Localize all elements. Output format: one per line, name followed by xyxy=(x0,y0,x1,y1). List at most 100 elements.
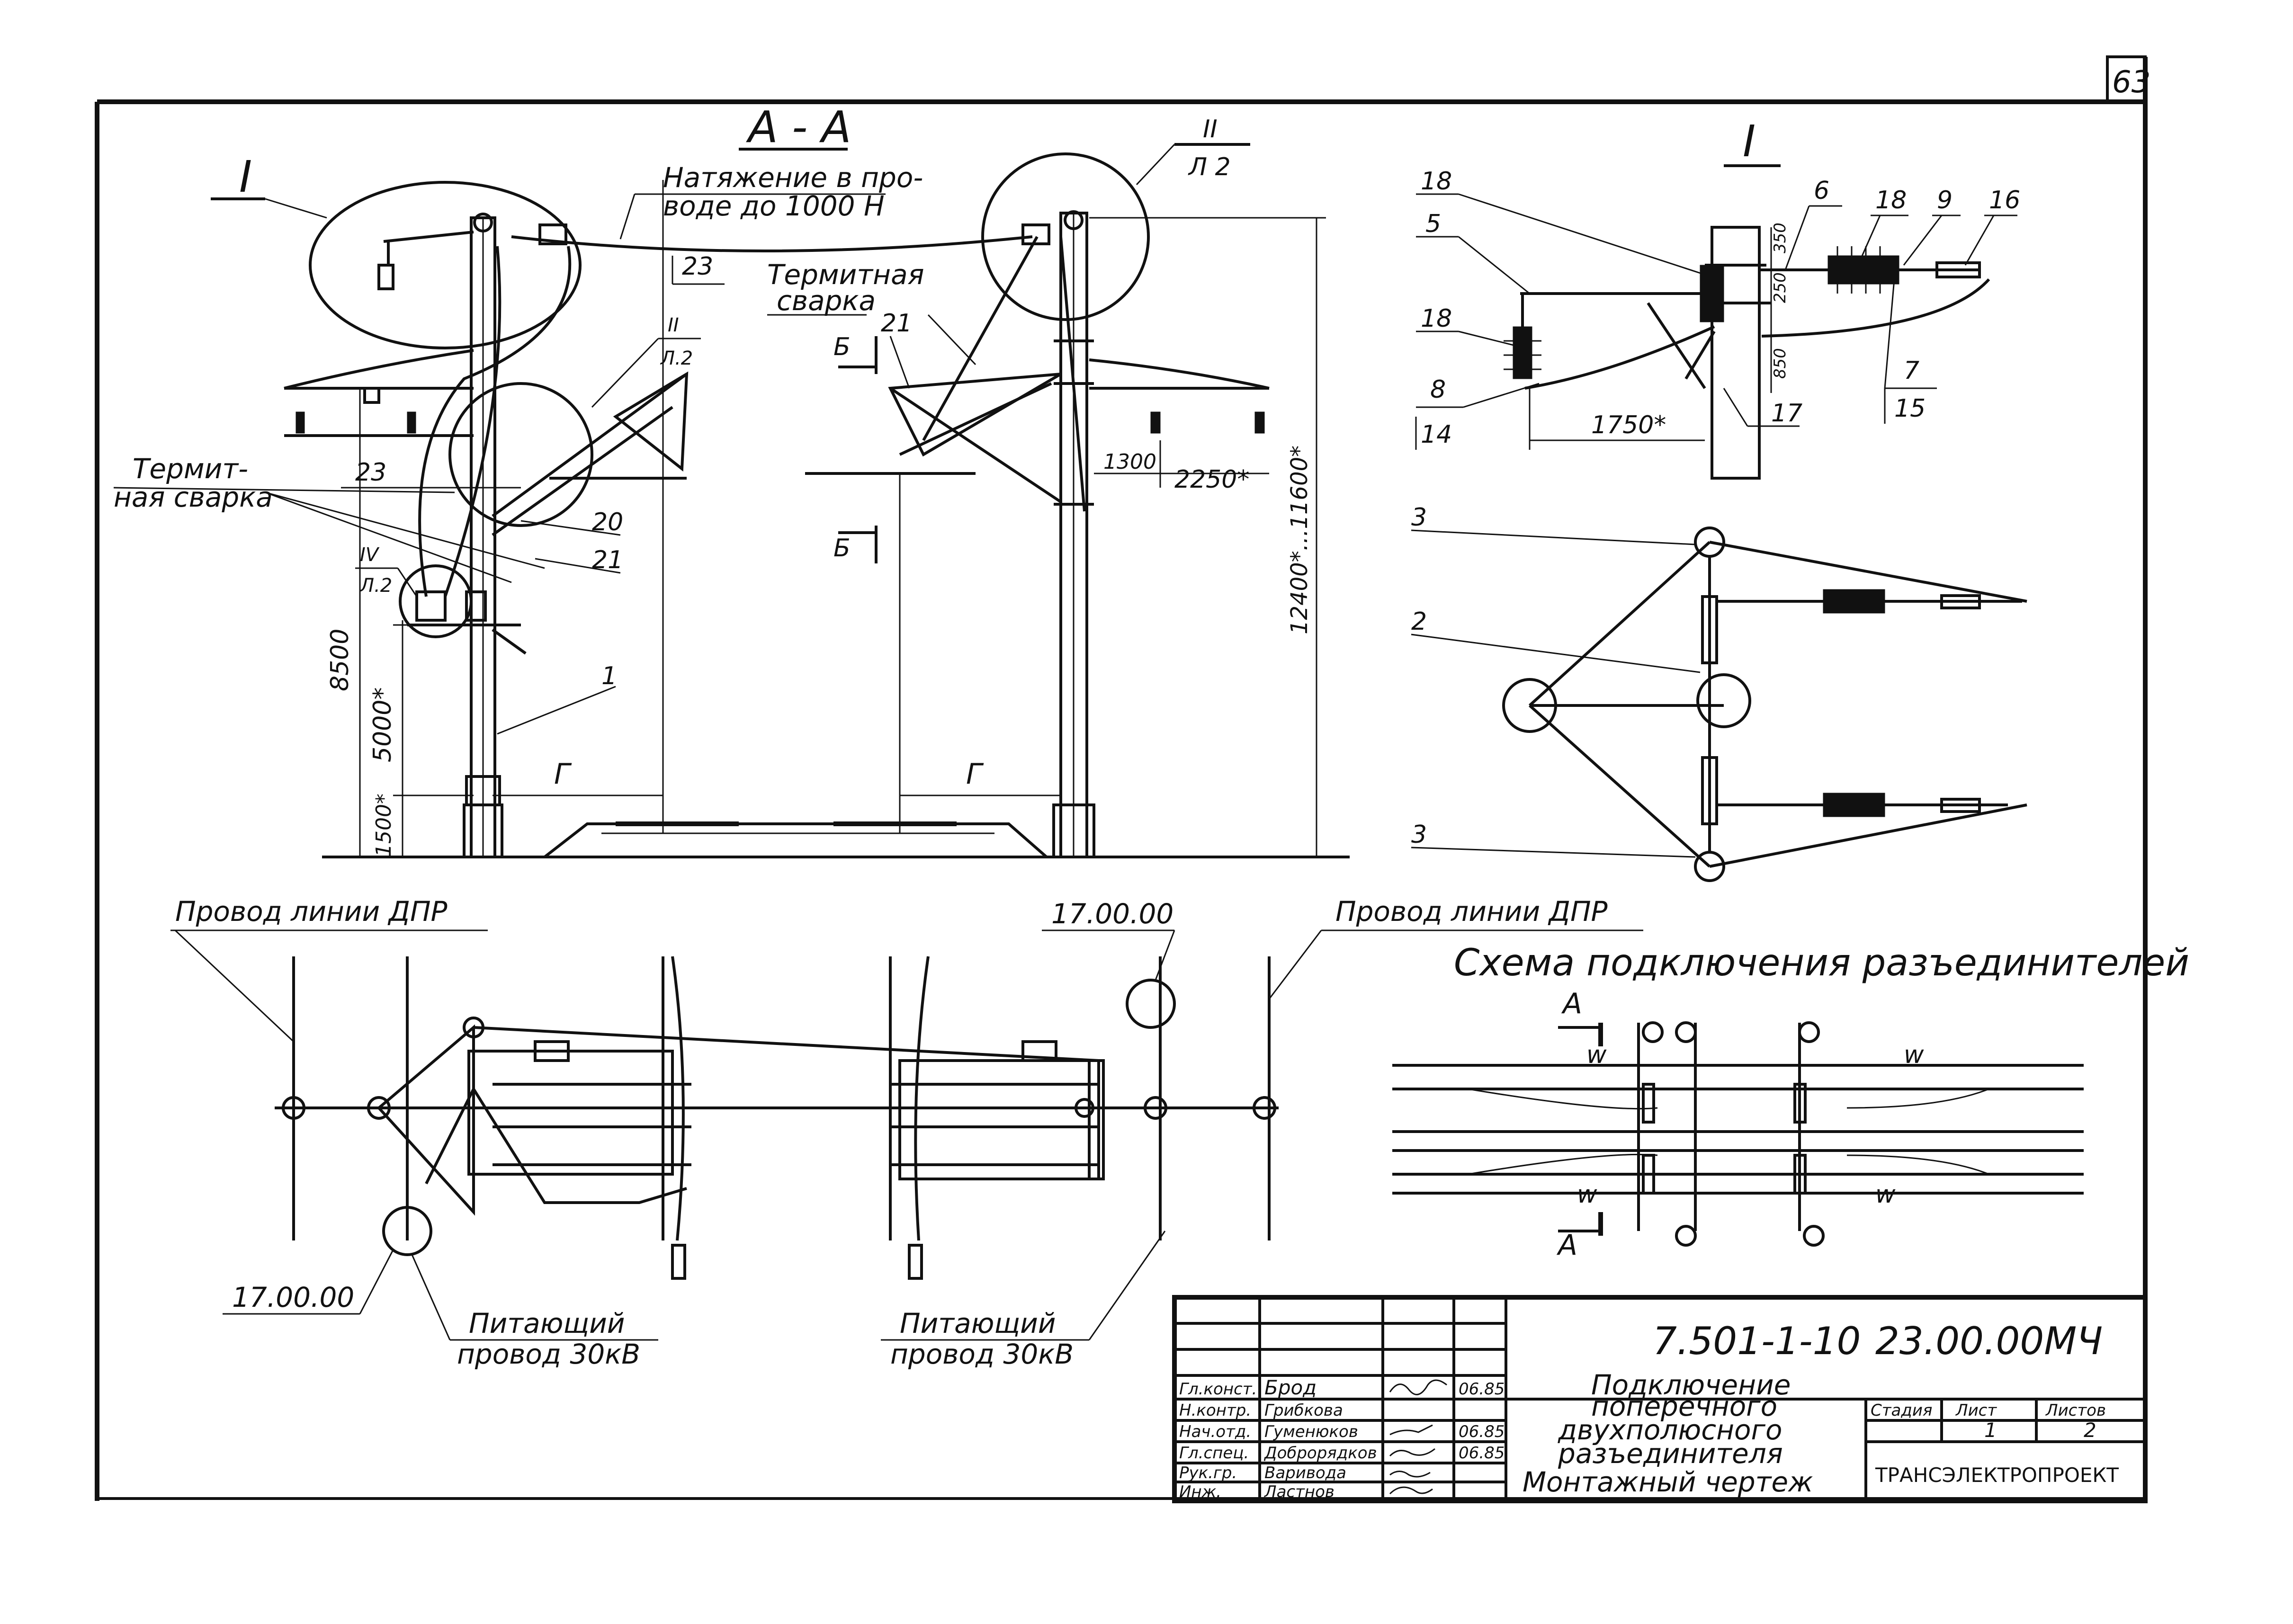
feeder-right-1: Питающий xyxy=(900,1307,1056,1339)
pos-9: 9 xyxy=(1937,186,1953,214)
stage-header: Стадия xyxy=(1871,1401,1932,1420)
detail-ii-circle-2 xyxy=(448,382,593,527)
dim-1300: 1300 xyxy=(1103,450,1156,474)
left-dimensions xyxy=(350,388,474,857)
w-1: w xyxy=(1586,1041,1607,1069)
detail-ii-circle xyxy=(981,152,1150,321)
title-line-1: Подключение xyxy=(1591,1369,1791,1401)
scheme-title: Схема подключения разъединителей xyxy=(1454,942,2189,984)
role-3: Нач.отд. xyxy=(1179,1422,1251,1441)
sheet-value: 1 xyxy=(1984,1419,1997,1442)
pos-1: 1 xyxy=(601,662,617,690)
role-5: Рук.гр. xyxy=(1179,1463,1237,1482)
tension-note-1: Натяжение в про- xyxy=(663,161,923,194)
name-4: Доброрядков xyxy=(1263,1444,1377,1463)
dim-250: 250 xyxy=(1771,272,1790,303)
detail-i-circle xyxy=(309,181,582,349)
signature-5 xyxy=(1389,1471,1431,1478)
tensioned-wire xyxy=(511,235,1033,252)
sheet-number: 63 xyxy=(2112,65,2150,100)
dim-5000: 5000* xyxy=(368,687,397,762)
detail-i-label: I xyxy=(239,152,252,202)
dim-2250: 2250* xyxy=(1174,465,1249,494)
pos-2: 2 xyxy=(1411,607,1427,636)
signature-4 xyxy=(1389,1448,1435,1457)
section-a-a: А - А xyxy=(113,100,1350,858)
role-2: Н.контр. xyxy=(1179,1401,1251,1420)
pos-3-top: 3 xyxy=(1411,503,1427,532)
thermit-weld-1: Термитная xyxy=(767,259,924,291)
name-2: Грибкова xyxy=(1264,1401,1343,1420)
doc-code: 7.501-1-10 xyxy=(1653,1319,1861,1363)
title-line-4: разъединителя xyxy=(1558,1437,1783,1470)
w-4: w xyxy=(1875,1180,1896,1209)
dpr-right: Провод линии ДПР xyxy=(1335,895,1608,928)
organization: ТРАНСЭЛЕКТРОПРОЕКТ xyxy=(1875,1463,2119,1487)
pos-18-a: 18 xyxy=(1421,167,1452,196)
title-line-3: двухполюсного xyxy=(1558,1414,1782,1446)
feeder-left-1: Питающий xyxy=(469,1307,625,1339)
doc-ref: 23.00.00МЧ xyxy=(1875,1319,2103,1363)
ref-170000-top: 17.00.00 xyxy=(1051,898,1173,930)
dpr-left: Провод линии ДПР xyxy=(175,895,448,928)
date-4: 06.85 xyxy=(1459,1444,1505,1463)
sheets-value: 2 xyxy=(2084,1419,2096,1442)
feeder-right-2: провод 30кВ xyxy=(890,1338,1074,1370)
pos-15: 15 xyxy=(1894,394,1926,423)
detail-iv-circle xyxy=(399,564,473,638)
date-3: 06.85 xyxy=(1459,1422,1505,1441)
thermit-weld-2: сварка xyxy=(777,285,876,317)
left-pole xyxy=(463,213,503,858)
thermit-weld-left-1: Термит- xyxy=(133,453,248,485)
dim-12400: 12400*...11600* xyxy=(1286,446,1313,634)
ref-iv-a: IV xyxy=(360,544,380,566)
pos-21-right: 21 xyxy=(881,309,912,338)
g-right: Г xyxy=(966,758,984,791)
detail-ii-bottom: Л 2 xyxy=(1188,153,1231,181)
plan-detail: 3 2 3 xyxy=(1411,503,2027,882)
cut-b-top: Б xyxy=(833,333,851,361)
w-2: w xyxy=(1904,1041,1924,1069)
pos-17: 17 xyxy=(1771,399,1802,428)
thermit-weld-left-2: ная сварка xyxy=(114,481,273,513)
name-1: Брод xyxy=(1264,1376,1317,1399)
pos-7: 7 xyxy=(1904,357,1919,385)
plan-view: Провод линии ДПР Провод линии ДПР 17.00.… xyxy=(170,895,1643,1370)
pos-14: 14 xyxy=(1421,420,1452,449)
dim-850: 850 xyxy=(1771,348,1790,379)
role-4: Гл.спец. xyxy=(1179,1444,1249,1463)
g-left: Г xyxy=(554,758,572,791)
right-pole xyxy=(1052,210,1095,858)
name-3: Гуменюков xyxy=(1264,1422,1358,1441)
pos-18-b: 18 xyxy=(1421,304,1452,333)
ref-ii-b: Л.2 xyxy=(660,348,693,369)
pos-18-c: 18 xyxy=(1875,186,1907,214)
signature-3 xyxy=(1389,1424,1433,1436)
ref-circle-top xyxy=(1126,979,1176,1029)
switch-scheme: Схема подключения разъединителей А А w w… xyxy=(1392,942,2189,1262)
left-cantilever xyxy=(284,349,689,536)
scheme-cut-a-bottom: А xyxy=(1556,1229,1577,1262)
pos-16: 16 xyxy=(1989,186,2020,214)
tension-note-2: воде до 1000 Н xyxy=(663,190,885,222)
ref-170000-bottom: 17.00.00 xyxy=(232,1281,354,1313)
pos-23-top: 23 xyxy=(682,252,713,281)
name-5: Вариводa xyxy=(1264,1463,1346,1482)
date-1: 06.85 xyxy=(1459,1380,1505,1399)
sheet-header: Лист xyxy=(1955,1401,1997,1420)
pos-3-bottom: 3 xyxy=(1411,821,1427,849)
dim-8500: 8500 xyxy=(326,629,354,691)
dim-350: 350 xyxy=(1771,223,1790,253)
title-line-5: Монтажный чертеж xyxy=(1523,1466,1813,1498)
dim-1750: 1750* xyxy=(1591,411,1666,439)
right-cantilever xyxy=(805,358,1270,503)
ref-circle-bottom xyxy=(382,1206,432,1256)
dim-1500: 1500* xyxy=(372,794,396,857)
w-3: w xyxy=(1577,1180,1597,1209)
feeder-left-2: провод 30кВ xyxy=(457,1338,640,1370)
scheme-cut-a-top: А xyxy=(1561,987,1582,1020)
role-1: Гл.конст. xyxy=(1179,1380,1257,1399)
pos-8: 8 xyxy=(1430,375,1446,404)
